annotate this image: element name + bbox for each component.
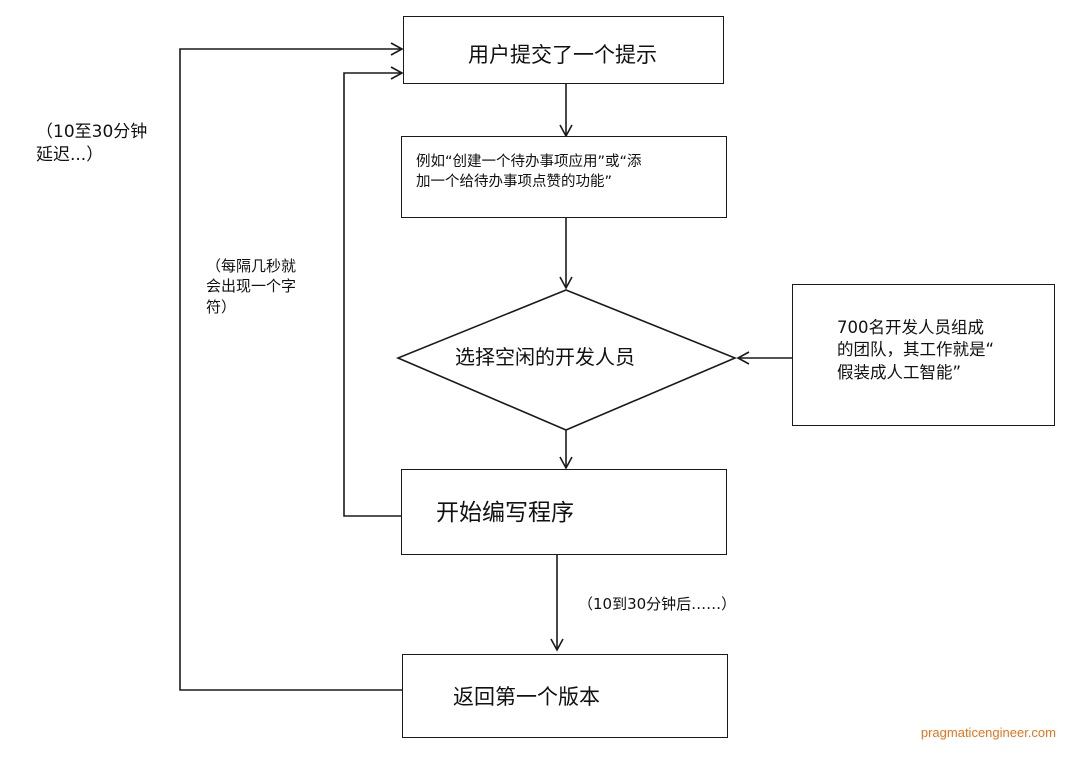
arrow-return-loop-back — [179, 42, 404, 691]
left-delay-note: （10至30分钟 延迟...） — [36, 122, 148, 165]
start-coding-node-label: 开始编写程序 — [436, 500, 574, 526]
source-watermark: pragmaticengineer.com — [920, 725, 1056, 740]
team-node-label: 700名开发人员组成 的团队，其工作就是“ 假装成人工智能” — [837, 318, 995, 382]
start-coding-node: 开始编写程序 — [401, 469, 727, 555]
decision-diamond — [395, 289, 738, 431]
prompt-node: 用户提交了一个提示 — [403, 16, 724, 84]
typing-speed-note: （每隔几秒就 会出现一个字 符） — [206, 257, 297, 316]
example-node: 例如“创建一个待办事项应用”或“添 加一个给待办事项点赞的功能” — [401, 136, 727, 218]
return-first-node: 返回第一个版本 — [402, 654, 728, 738]
wait-time-note: （10到30分钟后……） — [578, 595, 737, 613]
decision-label: 选择空闲的开发人员 — [455, 345, 635, 369]
example-node-label: 例如“创建一个待办事项应用”或“添 加一个给待办事项点赞的功能” — [416, 154, 642, 190]
prompt-node-label: 用户提交了一个提示 — [468, 43, 657, 67]
team-node: 700名开发人员组成 的团队，其工作就是“ 假装成人工智能” — [792, 284, 1055, 426]
return-first-node-label: 返回第一个版本 — [453, 685, 600, 709]
arrow-coding-loop-back — [343, 66, 404, 517]
